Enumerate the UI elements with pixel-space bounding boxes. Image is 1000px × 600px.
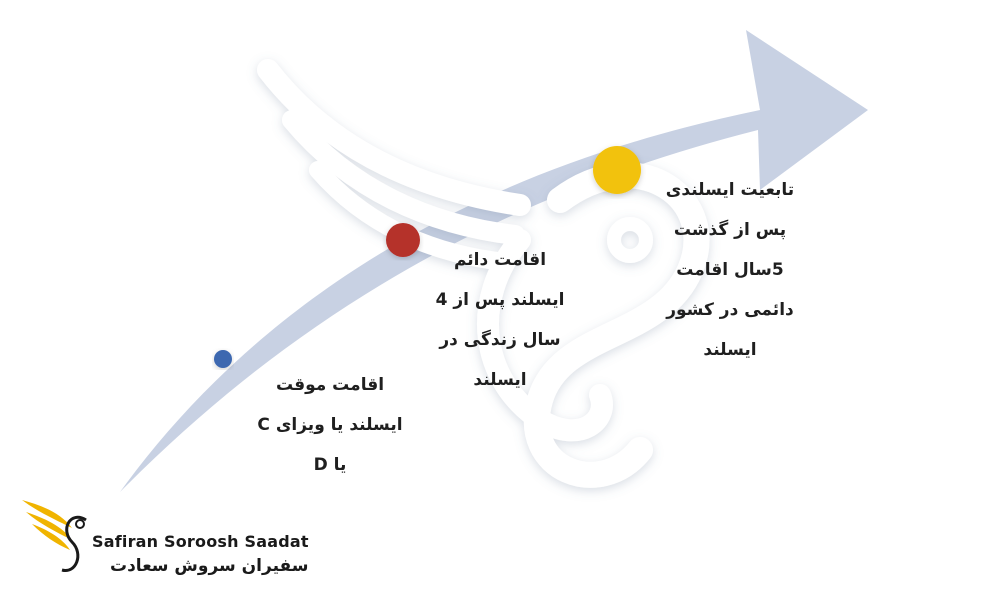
step3-text: تابعیت ایسلندی پس از گذشت 5سال اقامت دائ… bbox=[625, 170, 835, 370]
step3-line: پس از گذشت bbox=[673, 220, 787, 240]
step3-dot bbox=[593, 146, 641, 194]
step2-dot bbox=[386, 223, 420, 257]
step1-line: ایسلند یا ویزای C bbox=[257, 415, 403, 435]
step3-line: دائمی در کشور bbox=[666, 300, 794, 320]
step1-line: اقامت موقت bbox=[275, 375, 385, 395]
logo-name-persian: سفیران سروش سعادت bbox=[110, 556, 309, 576]
step2-line: ایسلند پس از 4 bbox=[435, 290, 565, 310]
progress-arrow bbox=[120, 30, 868, 492]
step3-line: 5سال اقامت bbox=[676, 260, 784, 280]
step1-dot bbox=[214, 350, 232, 368]
step2-line: اقامت دائم bbox=[453, 250, 547, 270]
step1-line: یا D bbox=[313, 455, 347, 475]
step2-line: سال زندگی در bbox=[439, 330, 561, 350]
step2-line: ایسلند bbox=[473, 370, 527, 390]
step2-text: اقامت دائم ایسلند پس از 4 سال زندگی در ا… bbox=[400, 240, 600, 400]
watermark-emblem bbox=[257, 59, 710, 488]
step3-line: ایسلند bbox=[703, 340, 757, 360]
logo-name-english: Safiran Soroosh Saadat bbox=[92, 532, 309, 551]
winged-s-logo-icon bbox=[22, 500, 87, 572]
step1-text: اقامت موقت ایسلند یا ویزای C یا D bbox=[230, 365, 430, 485]
step3-line: تابعیت ایسلندی bbox=[665, 180, 795, 200]
